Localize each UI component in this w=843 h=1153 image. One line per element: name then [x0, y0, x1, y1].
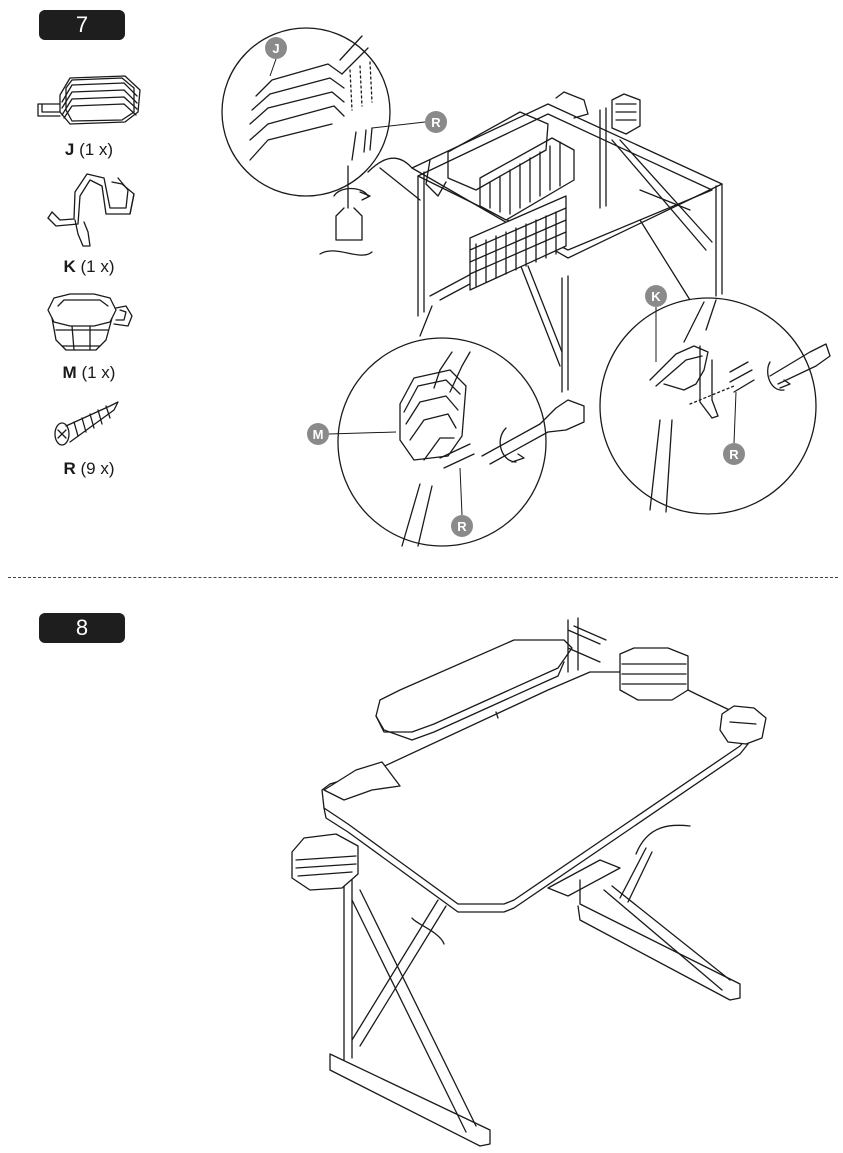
part-j-label: J (1 x) — [14, 140, 164, 160]
step-8-number: 8 — [75, 615, 89, 640]
part-k-letter: K — [63, 257, 76, 276]
callout-badges: J R K M R R — [265, 37, 745, 537]
part-r-letter: R — [63, 459, 76, 478]
part-m-label: M (1 x) — [14, 363, 164, 383]
part-r-qty: (9 x) — [80, 459, 115, 478]
callout-k-text: K — [651, 289, 661, 304]
callout-m-text: M — [313, 427, 324, 442]
callout-j-badge — [265, 37, 287, 59]
detail-circle-j — [221, 27, 421, 256]
cup-holder-icon — [47, 293, 133, 351]
callout-r3-text: R — [729, 447, 739, 462]
callout-r1-text: R — [431, 115, 441, 130]
callout-r1-badge — [425, 111, 447, 133]
part-k-qty: (1 x) — [80, 257, 115, 276]
callout-j-text: J — [272, 41, 279, 56]
step-8-badge: 8 — [39, 613, 125, 643]
part-j-qty: (1 x) — [79, 140, 114, 159]
part-k-label: K (1 x) — [14, 257, 164, 277]
step-7-badge: 7 — [39, 10, 125, 40]
step-7-number: 7 — [75, 12, 89, 37]
part-m-qty: (1 x) — [81, 363, 116, 382]
part-m-letter: M — [62, 363, 77, 382]
assembled-desk — [291, 617, 767, 1147]
callout-m-badge — [307, 423, 329, 445]
callout-r2-badge — [451, 515, 473, 537]
desk-frame-underside — [411, 91, 723, 393]
part-r-label: R (9 x) — [14, 459, 164, 479]
callout-r3-badge — [723, 443, 745, 465]
callout-r2-text: R — [457, 519, 467, 534]
detail-circle-m — [337, 305, 585, 547]
part-j-letter: J — [64, 140, 75, 159]
detail-circle-k — [599, 219, 831, 515]
step-divider — [8, 577, 838, 578]
screw-icon — [54, 401, 119, 446]
ladder-hook-icon — [37, 75, 141, 125]
callout-k-badge — [645, 285, 667, 307]
headphone-hook-icon — [47, 173, 135, 247]
